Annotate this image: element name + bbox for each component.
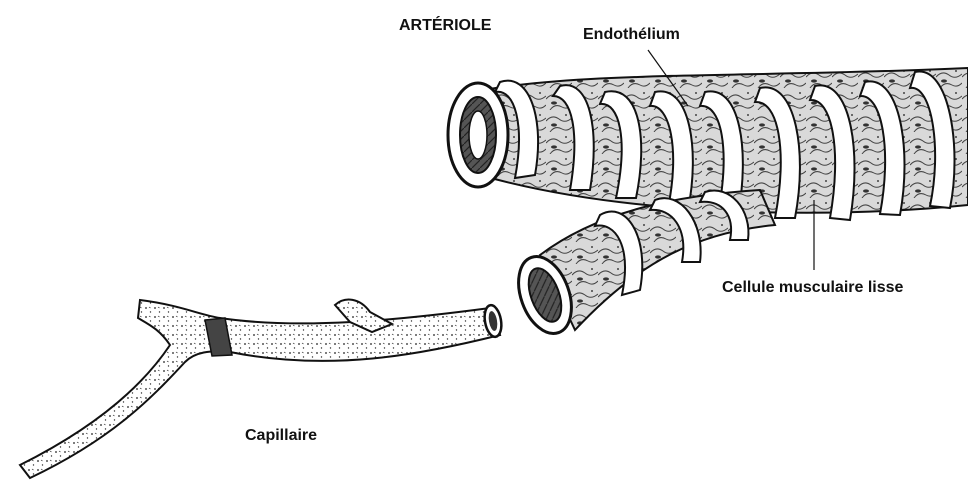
smooth-muscle-cell-label: Cellule musculaire lisse: [722, 280, 903, 296]
capillary-label: Capillaire: [245, 428, 317, 444]
endothelium-label: Endothélium: [583, 27, 680, 43]
arteriole-label: ARTÉRIOLE: [399, 18, 491, 34]
arteriole-branch: [509, 190, 775, 341]
capillary: [20, 300, 504, 478]
